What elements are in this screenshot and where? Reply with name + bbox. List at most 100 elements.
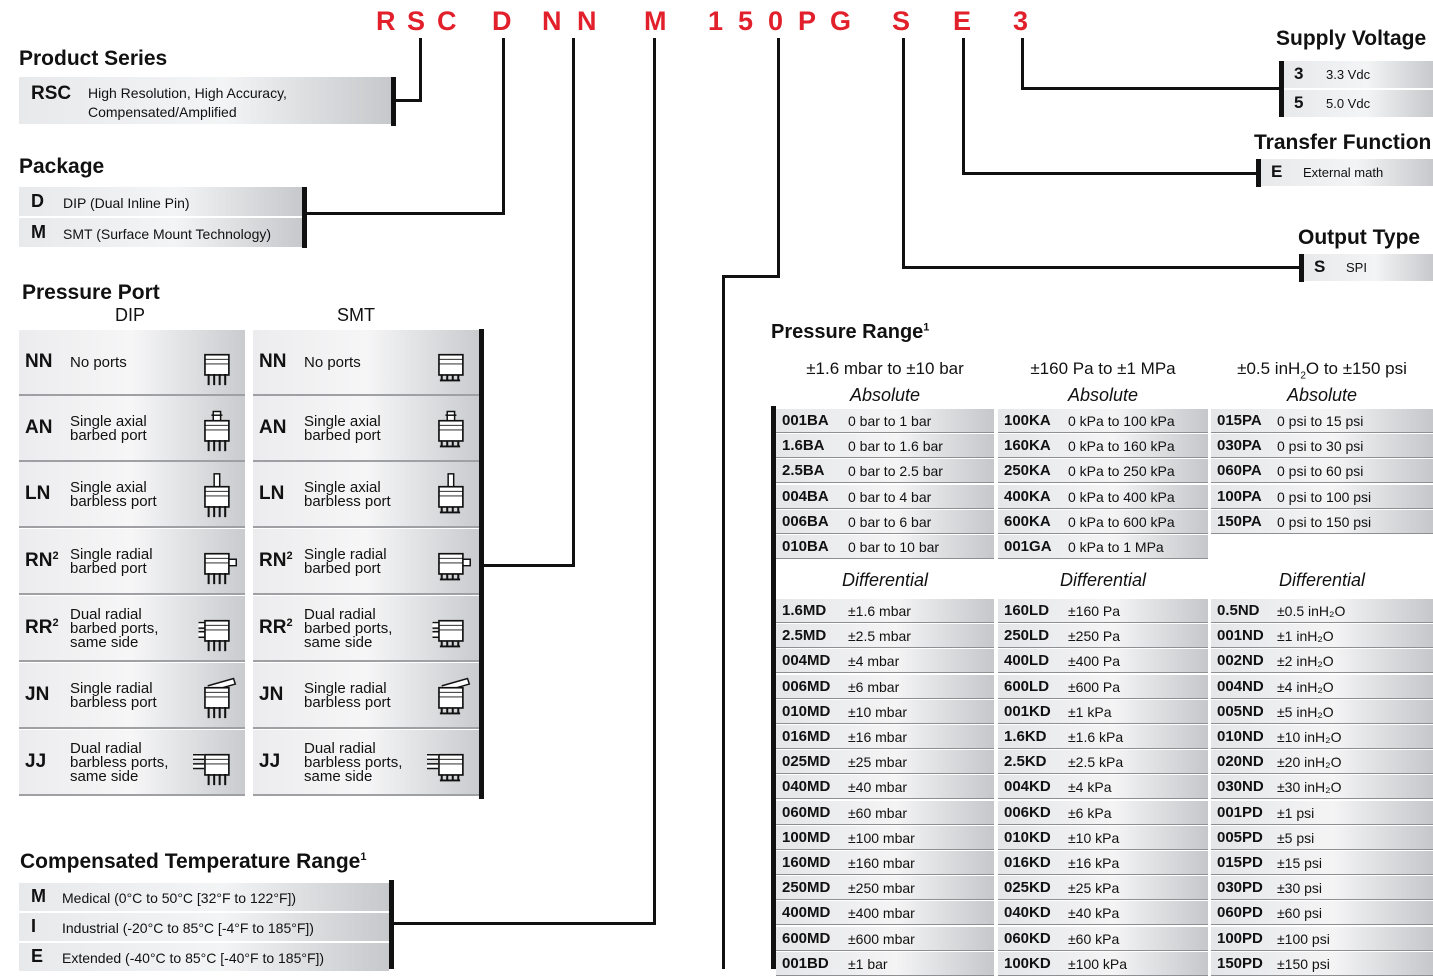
range-desc: ±4 mbar [848, 653, 900, 670]
range-code: 001BA [782, 412, 829, 429]
range-row-differential: 100MD±100 mbar [776, 825, 994, 850]
range-row-differential: 160MD±160 mbar [776, 851, 994, 875]
range-row-differential: 025KD±25 kPa [998, 876, 1208, 901]
port-desc: Single axial barbed port [304, 413, 381, 444]
range-desc: ±40 mbar [848, 779, 908, 796]
temperature-footnote: 1 [360, 851, 367, 863]
port-code-text: NN [25, 351, 53, 373]
package-desc: DIP (Dual Inline Pin) [63, 195, 190, 211]
order-code-char: 3 [1013, 6, 1029, 36]
temperature-code: E [31, 946, 44, 966]
smt-axial-barbless-icon [427, 470, 473, 525]
supply-voltage-title: Supply Voltage [1276, 27, 1427, 50]
supply-voltage-desc: 3.3 Vdc [1326, 67, 1371, 82]
range-desc: ±0.5 inH₂O [1277, 603, 1346, 619]
range-code: 016MD [782, 728, 831, 745]
range-code: 001GA [1004, 538, 1052, 555]
port-code-text: JJ [259, 751, 281, 773]
range-code: 001ND [1217, 627, 1264, 645]
order-code-char: N [577, 6, 597, 36]
range-desc: ±10 mbar [848, 703, 908, 720]
range-row-differential: 2.5MD±2.5 mbar [776, 624, 994, 649]
range-row-differential: 001BD±1 bar [776, 951, 994, 976]
differential-label: Differential [841, 570, 929, 590]
range-code: 006BA [782, 512, 829, 530]
output-type-title: Output Type [1298, 226, 1421, 249]
temperature-desc: Industrial (-20°C to 85°C [-4°F to 185°F… [62, 920, 314, 936]
port-code-footnote: 2 [52, 616, 59, 629]
range-desc: ±150 psi [1277, 955, 1330, 972]
range-row-differential: 2.5KD±2.5 kPa [998, 750, 1208, 775]
range-row-differential: 030PD±30 psi [1211, 876, 1433, 901]
range-code: 040KD [1004, 904, 1051, 922]
range-heading-main: ±1.6 mbar to ±10 bar [806, 359, 964, 378]
order-code-char: S [407, 6, 426, 36]
range-code: 060PA [1217, 462, 1262, 480]
range-desc: ±400 Pa [1068, 653, 1121, 670]
port-desc: Dual radial barbless ports, same side [304, 740, 403, 785]
range-desc: ±5 psi [1277, 829, 1315, 846]
range-desc: 0 psi to 60 psi [1277, 463, 1364, 480]
port-code: JN [259, 684, 283, 706]
dip-radial-barbless-icon [193, 671, 239, 726]
range-row-differential: 040MD±40 mbar [776, 775, 994, 800]
range-code: 160LD [1004, 602, 1050, 619]
range-row-differential: 004MD ±4 mbar [776, 649, 994, 674]
range-row-differential: 160LD±160 Pa [998, 599, 1208, 623]
range-code: 004MD [782, 652, 831, 670]
range-desc: ±60 mbar [848, 804, 908, 821]
range-desc: ±30 psi [1277, 880, 1323, 897]
range-row-differential: 030ND±30 inH₂O [1211, 775, 1433, 800]
range-column-heading: ±160 Pa to ±1 MPa [998, 359, 1208, 381]
range-desc: ±4 inH₂O [1277, 678, 1334, 695]
range-desc: ±100 kPa [1068, 955, 1128, 972]
range-row-differential: 004ND±4 inH₂O [1211, 674, 1433, 699]
range-heading-main: ±0.5 inH [1237, 359, 1301, 378]
port-code: RR2 [259, 617, 293, 639]
range-row-differential: 0.5ND±0.5 inH₂O [1211, 599, 1433, 623]
range-desc: ±15 psi [1277, 855, 1323, 871]
range-code: 002ND [1217, 652, 1264, 670]
package-title: Package [19, 155, 105, 178]
range-code: 010KD [1004, 828, 1051, 846]
range-code: 006KD [1004, 803, 1051, 821]
range-desc: 0 kPa to 100 kPa [1068, 413, 1175, 429]
range-desc: ±20 inH₂O [1277, 754, 1342, 771]
port-code-text: RN [25, 550, 53, 572]
transfer-function-desc: External math [1303, 165, 1384, 180]
range-code: 010ND [1217, 728, 1264, 745]
product-series-desc: High Resolution, High Accuracy, Compensa… [88, 85, 287, 120]
range-row-differential: 010ND ±10 inH₂O [1211, 725, 1433, 749]
range-code: 005PD [1217, 828, 1263, 846]
package-code: D [31, 191, 44, 211]
range-code: 250KA [1004, 462, 1051, 480]
port-desc: Single radial barbless port [304, 680, 391, 711]
dip-column-label: DIP [115, 305, 146, 325]
port-code: LN [259, 483, 284, 505]
range-code: 1.6KD [1004, 728, 1047, 745]
port-code: JJ [259, 751, 280, 773]
range-desc: ±400 mbar [848, 905, 915, 922]
absolute-label: Absolute [1067, 385, 1139, 405]
range-code: 600KA [1004, 512, 1051, 530]
range-row-differential: 001PD±1 psi [1211, 800, 1433, 825]
differential-label: Differential [1278, 570, 1366, 590]
range-code: 020ND [1217, 753, 1264, 771]
range-desc: ±10 inH₂O [1277, 729, 1342, 745]
range-desc: ±600 mbar [848, 930, 915, 947]
port-desc: No ports [70, 354, 127, 371]
range-desc: ±1 inH₂O [1277, 628, 1334, 645]
range-row-differential: 016KD±16 kPa [998, 851, 1208, 875]
range-code: 005ND [1217, 702, 1264, 720]
temperature-desc: Medical (0°C to 50°C [32°F to 122°F]) [62, 890, 297, 906]
range-code: 004BA [782, 487, 829, 505]
